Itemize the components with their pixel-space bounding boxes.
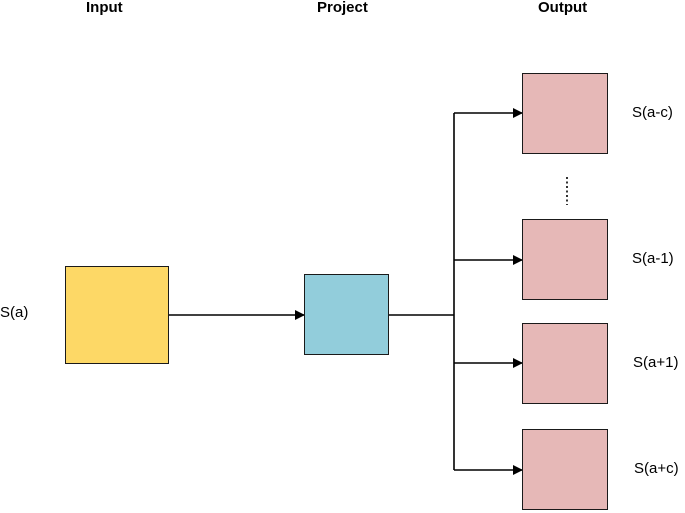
input-block <box>65 266 169 364</box>
output-block-4 <box>522 429 608 510</box>
output-label-2: S(a-1) <box>632 250 674 267</box>
output-label-1: S(a-c) <box>632 104 673 121</box>
input-heading: Input <box>86 0 123 16</box>
project-block <box>304 274 389 355</box>
project-heading: Project <box>317 0 368 16</box>
output-block-3 <box>522 323 608 404</box>
output-label-3: S(a+1) <box>633 354 679 371</box>
output-label-4: S(a+c) <box>634 460 679 477</box>
output-block-2 <box>522 219 608 300</box>
output-block-1 <box>522 73 608 154</box>
output-heading: Output <box>538 0 588 16</box>
input-label: S(a) <box>0 304 29 321</box>
